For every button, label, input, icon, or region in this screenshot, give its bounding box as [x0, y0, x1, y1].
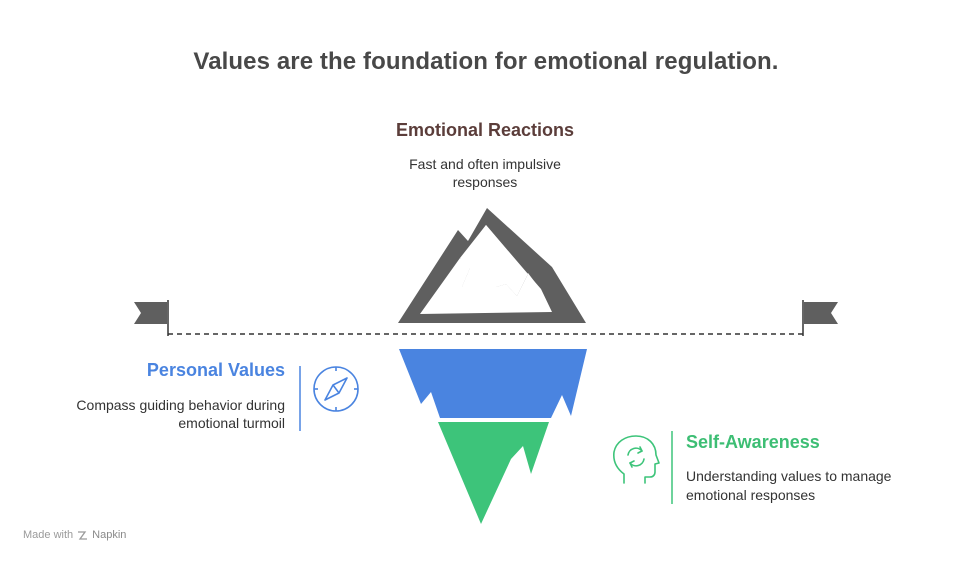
personal-values-heading: Personal Values	[146, 360, 285, 380]
self-awareness-heading: Self-Awareness	[686, 432, 820, 452]
personal-values-layer	[399, 349, 587, 418]
compass-icon	[313, 366, 359, 412]
left-flag-icon	[134, 300, 169, 336]
footer-credit: Made with Napkin	[23, 529, 126, 541]
self-awareness-layer	[438, 422, 549, 524]
napkin-logo-icon	[78, 530, 88, 540]
emotional-reactions-heading: Emotional Reactions	[395, 120, 575, 140]
made-with-label: Made with	[23, 529, 74, 541]
emotional-reactions-description: Fast and often impulsive responses	[409, 156, 561, 190]
right-flag-icon	[802, 300, 838, 336]
self-awareness-description: Understanding values to manage emotional…	[686, 468, 892, 503]
head-cycle-icon	[613, 435, 660, 484]
page-title: Values are the foundation for emotional …	[193, 48, 779, 75]
personal-values-description: Compass guiding behavior during emotiona…	[76, 397, 285, 431]
brand-label: Napkin	[92, 529, 127, 541]
